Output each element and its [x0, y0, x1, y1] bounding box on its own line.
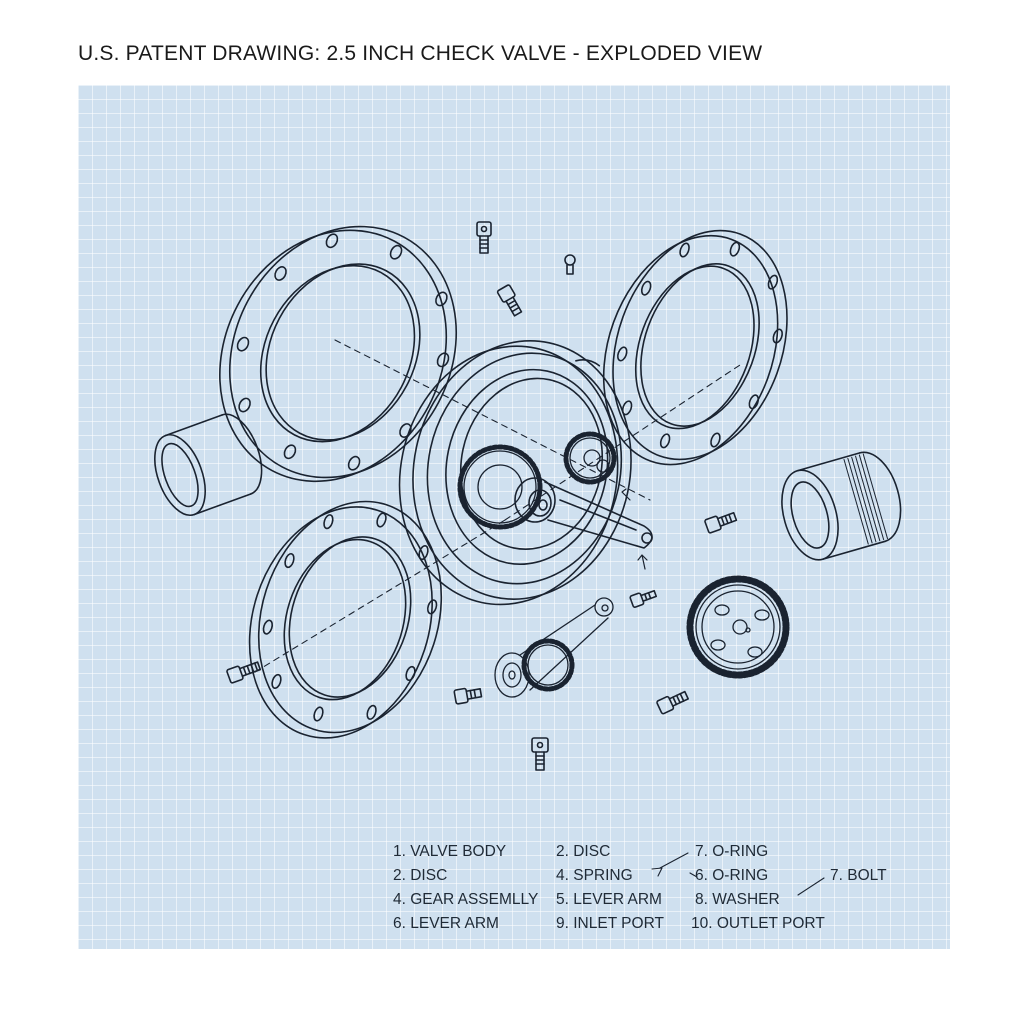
flange-upper-left — [219, 225, 458, 483]
bolt-top — [476, 221, 492, 254]
flange-holes — [236, 233, 450, 471]
internal-lever-arm — [514, 477, 653, 549]
legend-item: 2. DISC — [393, 867, 448, 884]
indicator-arrows — [621, 488, 648, 570]
bolt-right — [704, 511, 738, 534]
bolt-left — [226, 661, 262, 684]
legend-item: 8. WASHER — [695, 891, 780, 908]
internal-gear-small — [563, 431, 617, 485]
blueprint-sheet: 1. VALVE BODY 2. DISC 4. GEAR ASSEMLLY 6… — [78, 85, 950, 949]
center-lines — [254, 339, 741, 673]
gear-wheel — [686, 575, 790, 679]
lever-arm-assembly — [494, 597, 614, 698]
legend-item: 9. INLET PORT — [556, 915, 664, 932]
legend-item: 5. LEVER ARM — [556, 891, 662, 908]
bolt-mid — [629, 589, 658, 608]
inlet-sleeve — [154, 413, 263, 516]
legend-leaders — [651, 852, 825, 896]
page-title: U.S. PATENT DRAWING: 2.5 INCH CHECK VALV… — [78, 42, 763, 65]
legend-item: 6. LEVER ARM — [393, 915, 499, 932]
bolt-lower-right — [656, 690, 689, 715]
legend-item: 1. VALVE BODY — [393, 843, 507, 860]
legend-item: 7. O-RING — [695, 843, 769, 860]
legend-item: 4. SPRING — [556, 867, 633, 884]
bolt-bottom — [531, 737, 549, 771]
legend-item: 6. O-RING — [695, 867, 769, 884]
outlet-threaded-port — [781, 451, 902, 561]
internal-gear-large — [457, 444, 543, 530]
legend-item: 7. BOLT — [830, 867, 887, 884]
bolt-small-top — [564, 254, 576, 275]
flange-lower-left — [248, 500, 443, 739]
bolt-lower-center — [453, 687, 483, 705]
legend-item: 4. GEAR ASSEMLLY — [393, 891, 539, 908]
legend-item: 2. DISC — [556, 843, 611, 860]
bolt-upper-center — [496, 284, 523, 317]
legend-item: 10. OUTLET PORT — [691, 915, 825, 932]
exploded-view-drawing — [154, 221, 902, 896]
flange-upper-right — [602, 229, 788, 466]
